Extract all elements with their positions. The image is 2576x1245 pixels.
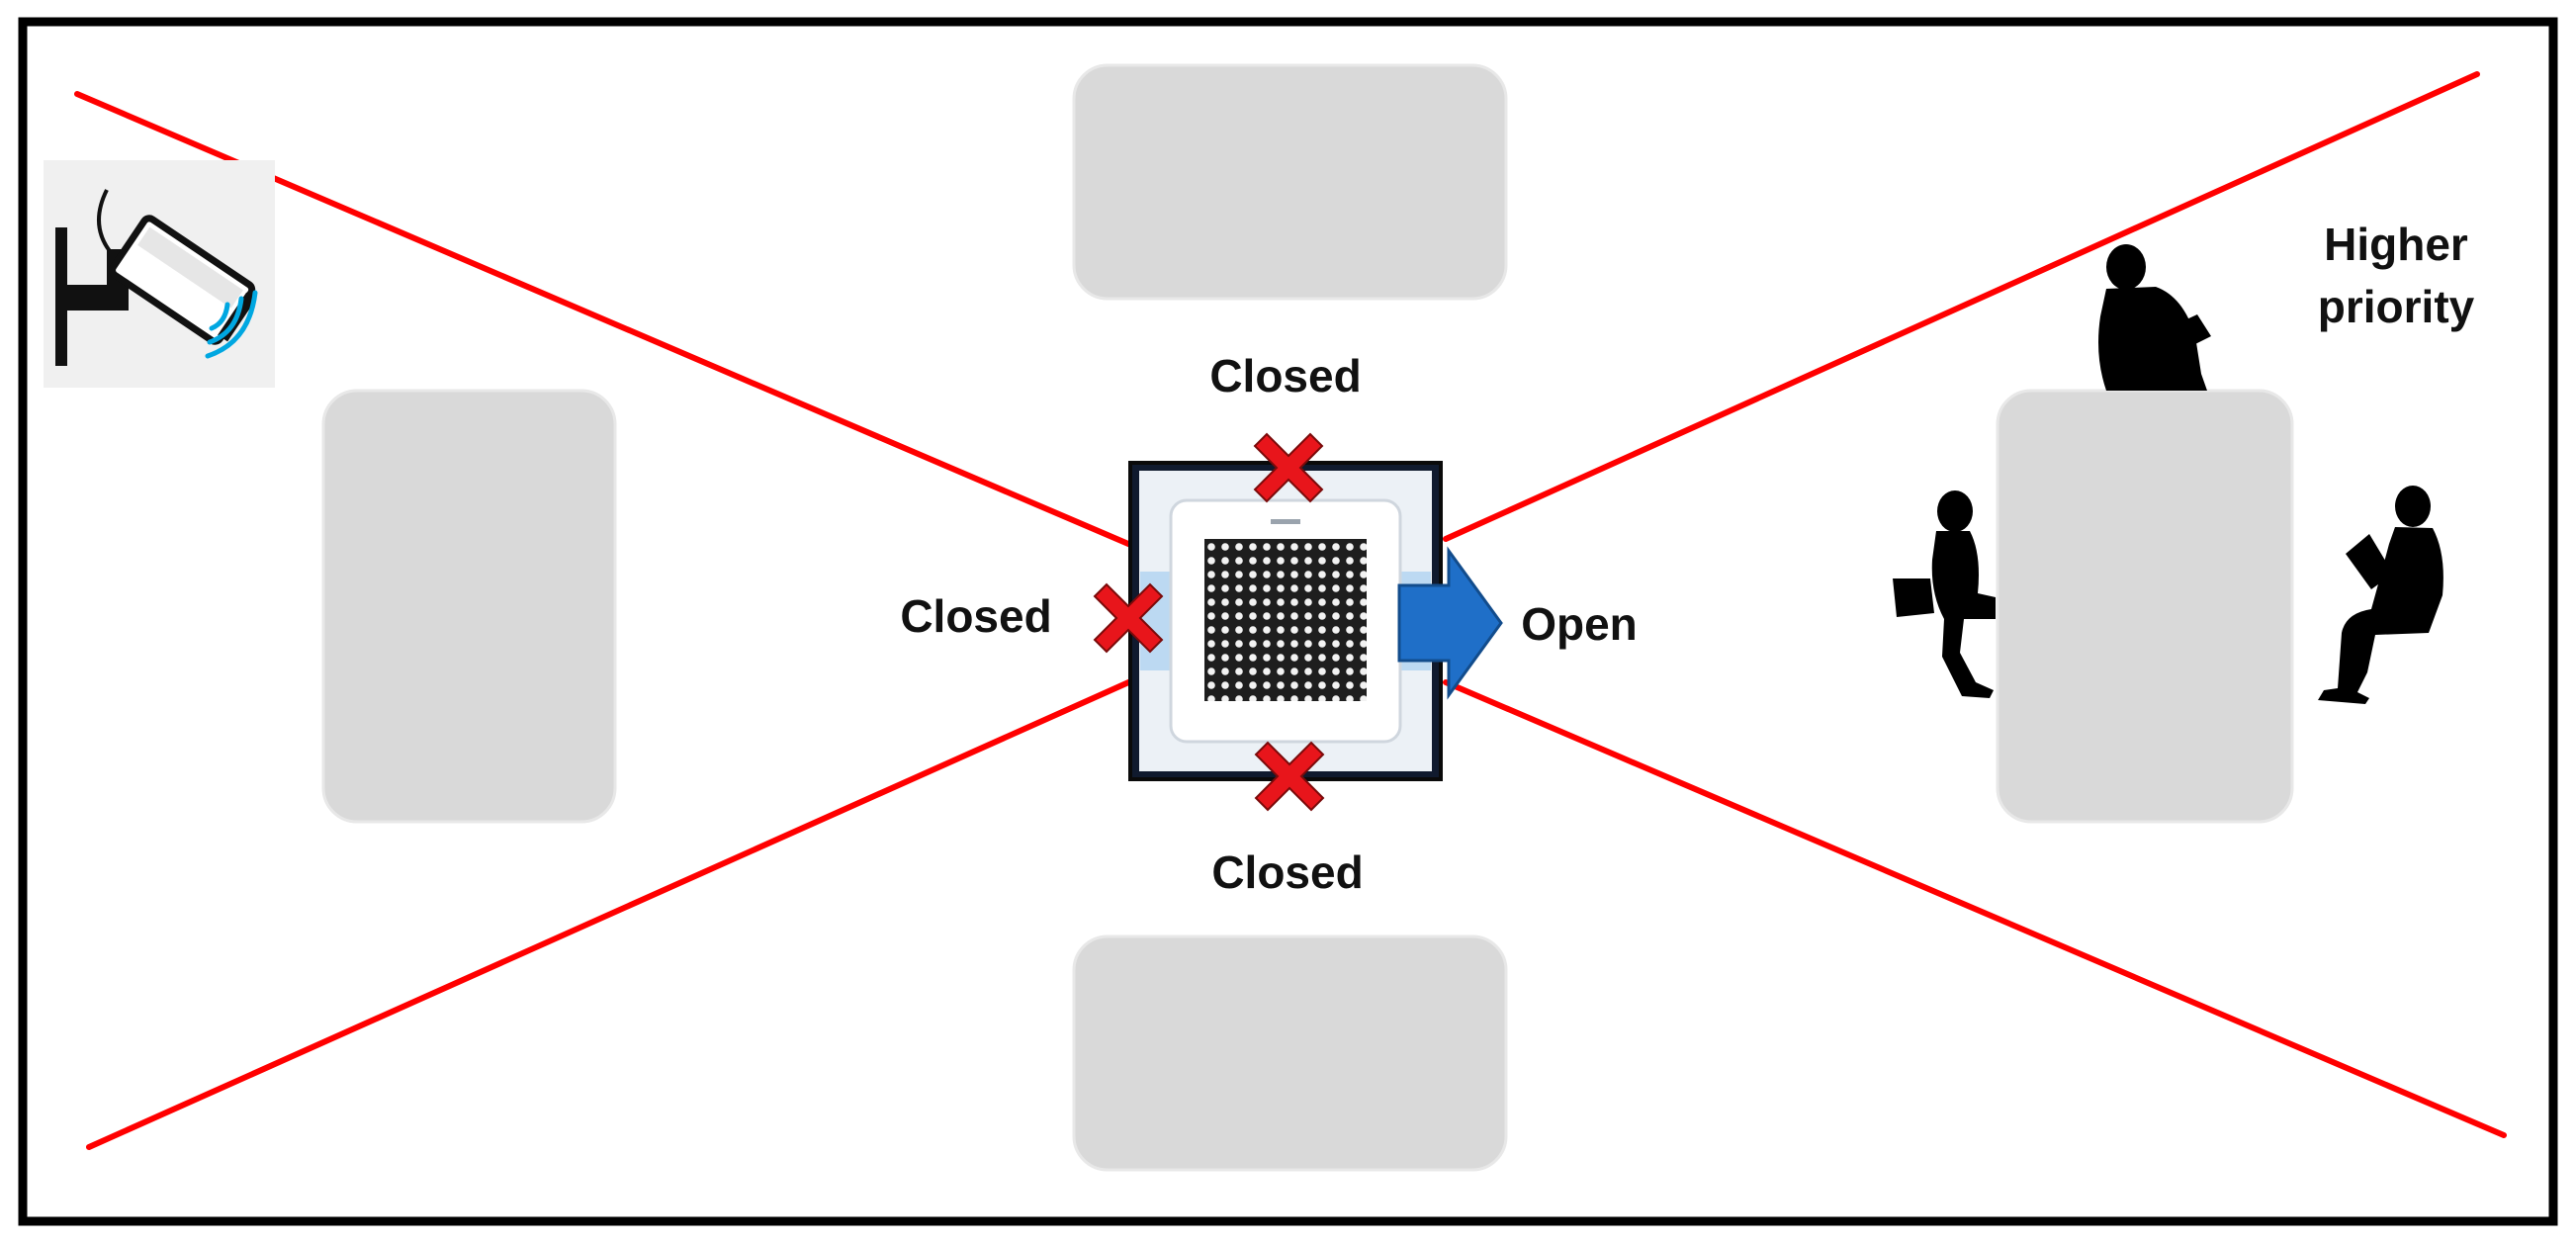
table-left	[321, 389, 617, 824]
ceiling-cassette-air-conditioner-icon	[1128, 461, 1443, 781]
red-x-icon	[1093, 582, 1164, 654]
priority-label-line1: Higher	[2324, 219, 2468, 270]
red-x-icon	[1254, 741, 1325, 812]
priority-label-line2: priority	[2318, 281, 2475, 332]
security-camera-icon	[44, 160, 275, 388]
closed-marker-top	[1253, 432, 1324, 503]
seated-person-silhouette-icon	[1893, 490, 1996, 698]
label-right: Open	[1521, 598, 1638, 650]
tables	[321, 63, 2294, 1172]
seated-person-silhouette-icon	[2318, 486, 2443, 704]
label-bottom: Closed	[1211, 846, 1363, 898]
seated-person-silhouette-icon	[2098, 244, 2211, 391]
table-bottom	[1072, 934, 1508, 1172]
label-left: Closed	[900, 590, 1051, 642]
label-top: Closed	[1209, 350, 1361, 401]
table-top	[1072, 63, 1508, 301]
blue-arrow-icon	[1397, 546, 1503, 700]
table-right	[1996, 389, 2294, 824]
red-x-icon	[1253, 432, 1324, 503]
closed-marker-left	[1093, 582, 1164, 654]
closed-marker-bottom	[1254, 741, 1325, 812]
